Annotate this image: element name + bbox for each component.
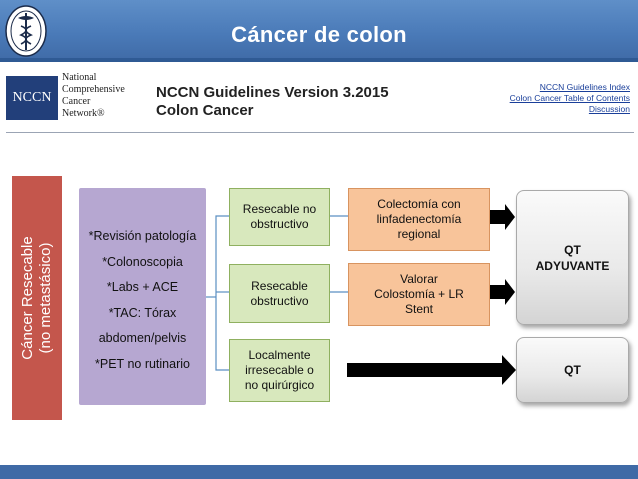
guideline-subtitle: Colon Cancer xyxy=(156,102,254,119)
org-line: Network® xyxy=(62,108,105,119)
result-line: ADYUVANTE xyxy=(535,258,610,273)
side-label-line: (no metastásico) xyxy=(37,242,54,354)
side-label-line: Cáncer Resecable xyxy=(19,236,36,360)
guideline-title: NCCN Guidelines Version 3.2015 xyxy=(156,84,389,101)
treatment-colectomy: Colectomía con linfadenectomía regional xyxy=(348,188,490,251)
arrow-treatment-2 xyxy=(490,279,515,305)
workup-item: *Labs + ACE xyxy=(106,280,179,294)
connector-bracket xyxy=(215,215,229,371)
org-line: Comprehensive xyxy=(62,84,125,95)
workup-item: *Revisión patología xyxy=(88,229,197,243)
arrow-branch-3 xyxy=(347,355,516,385)
branch-line: obstructivo xyxy=(250,293,309,308)
slide-title: Cáncer de colon xyxy=(231,22,407,47)
treatment-line: Stent xyxy=(404,302,434,316)
treatment-line: regional xyxy=(397,227,441,241)
workup-item: *Colonoscopia xyxy=(102,254,183,269)
result-adjuvant-chemo: QT ADYUVANTE xyxy=(516,190,629,325)
workup-item: *PET no rutinario xyxy=(95,356,190,371)
org-line: Cancer xyxy=(62,96,91,107)
result-line: QT xyxy=(564,363,581,377)
title-bar: Cáncer de colon xyxy=(0,0,638,62)
treatment-line: Colectomía con xyxy=(377,197,461,211)
treatment-line: Colostomía + LR xyxy=(374,287,464,301)
link-guidelines-index[interactable]: NCCN Guidelines Index xyxy=(539,82,630,92)
nccn-links: NCCN Guidelines Index Colon Cancer Table… xyxy=(510,82,630,115)
branch-line: Resecable xyxy=(251,278,308,293)
branch-locally-unresectable: Localmente irresecable o no quirúrgico xyxy=(229,339,330,402)
treatment-line: linfadenectomía xyxy=(376,212,462,226)
nccn-logo: NCCN xyxy=(6,76,58,120)
branch-line: Resecable no xyxy=(242,202,317,216)
resectable-label: Cáncer Resecable (no metastásico) xyxy=(12,176,62,420)
nccn-org-name: National Comprehensive Cancer Network® xyxy=(62,72,125,120)
result-chemo: QT xyxy=(516,337,629,403)
branch-line: irresecable o xyxy=(245,363,314,377)
nccn-header: NCCN National Comprehensive Cancer Netwo… xyxy=(6,66,634,132)
caduceus-icon xyxy=(5,5,47,57)
branch-line: no quirúrgico xyxy=(244,378,315,392)
treatment-colostomy: Valorar Colostomía + LR Stent xyxy=(348,263,490,326)
workup-item: abdomen/pelvis xyxy=(98,331,187,345)
org-line: National xyxy=(62,72,97,83)
workup-item: *TAC: Tórax xyxy=(108,305,177,320)
result-line: QT xyxy=(564,242,581,257)
link-table-of-contents[interactable]: Colon Cancer Table of Contents xyxy=(509,93,630,103)
footer-bar xyxy=(0,465,638,479)
branch-line: Localmente xyxy=(248,348,311,362)
header-divider xyxy=(6,132,634,133)
guideline-heading: NCCN Guidelines Version 3.2015 Colon Can… xyxy=(156,84,389,120)
link-discussion[interactable]: Discussion xyxy=(588,104,630,114)
branch-line: obstructivo xyxy=(250,217,309,231)
arrow-treatment-1 xyxy=(490,204,515,230)
branch-resectable-obstructive: Resecable obstructivo xyxy=(229,264,330,323)
treatment-line: Valorar xyxy=(400,272,438,286)
branch-resectable-non-obstructive: Resecable no obstructivo xyxy=(229,188,330,246)
workup-box: *Revisión patología *Colonoscopia *Labs … xyxy=(79,188,206,405)
